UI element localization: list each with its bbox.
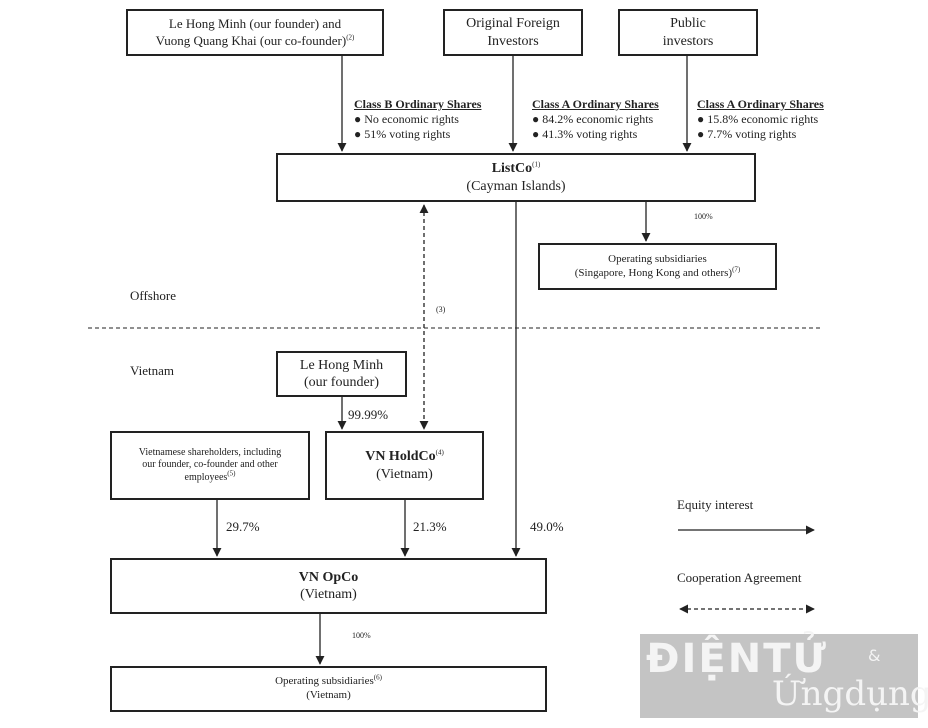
class-a-public-item1: 15.8% economic rights (707, 112, 819, 126)
opco-to-subs-pct: 100% (352, 631, 371, 640)
vn-shareholders-line2: our founder, co-founder and other (142, 459, 278, 471)
vn-subs-line2: (Vietnam) (306, 689, 351, 701)
founder-to-holdco-pct: 99.99% (348, 407, 389, 422)
vn-shareholders-note: (5) (227, 469, 236, 478)
offshore-subs-pct: 100% (694, 212, 713, 221)
opco-name: VN OpCo (298, 569, 359, 585)
watermark-amp: & (868, 646, 881, 665)
founder-line1: Le Hong Minh (299, 357, 384, 373)
vn-holdco-box: VN HoldCo(4) (Vietnam) (325, 431, 484, 500)
listco-box: ListCo(1) (Cayman Islands) (276, 153, 756, 202)
class-b-annotation: Class B Ordinary Shares ● No economic ri… (354, 97, 482, 141)
watermark-logo: ĐIỆNTỬ & Ứngdụng (640, 634, 928, 718)
vn-shareholders-line3: employees (184, 471, 228, 483)
class-b-item1: No economic rights (364, 112, 459, 126)
vn-subs-note: (6) (373, 673, 382, 682)
class-a-foreign-item1: 84.2% economic rights (542, 112, 654, 126)
class-a-public-heading: Class A Ordinary Shares (697, 97, 824, 111)
founder-line2: (our founder) (303, 375, 380, 390)
founders-line2: Vuong Quang Khai (our co-founder) (155, 32, 347, 48)
vn-opco-box: VN OpCo (Vietnam) (110, 558, 547, 614)
listco-location: (Cayman Islands) (466, 178, 566, 194)
foreign-line1: Original Foreign (466, 16, 560, 31)
vn-shareholders-line1: Vietnamese shareholders, including (138, 446, 282, 458)
public-line1: Public (670, 16, 706, 31)
founders-line1: Le Hong Minh (our founder) and (168, 16, 342, 32)
original-foreign-investors-box: Original Foreign Investors (443, 9, 583, 56)
class-a-foreign-heading: Class A Ordinary Shares (532, 97, 659, 111)
class-a-public-annotation: Class A Ordinary Shares ● 15.8% economic… (697, 97, 824, 141)
offshore-subs-note: (7) (732, 264, 741, 273)
vn-subsidiaries-box: Operating subsidiaries(6) (Vietnam) (110, 666, 547, 712)
listco-name: ListCo (491, 161, 533, 176)
legend-equity-label: Equity interest (677, 497, 754, 512)
public-line2: investors (662, 33, 714, 49)
opco-location: (Vietnam) (300, 587, 357, 602)
class-b-heading: Class B Ordinary Shares (354, 97, 482, 111)
listco-to-opco-pct: 49.0% (530, 519, 564, 534)
legend-cooperation-label: Cooperation Agreement (677, 570, 802, 585)
vn-shareholders-box: Vietnamese shareholders, including our f… (110, 431, 310, 500)
holdco-note: (4) (435, 448, 444, 457)
watermark-line1: ĐIỆNTỬ (646, 636, 828, 682)
class-a-foreign-annotation: Class A Ordinary Shares ● 84.2% economic… (532, 97, 659, 141)
public-investors-box: Public investors (618, 9, 758, 56)
founders-note: (2) (346, 33, 355, 42)
holdco-name: VN HoldCo (365, 449, 436, 464)
founder-box: Le Hong Minh (our founder) (276, 351, 407, 397)
class-b-item2: 51% voting rights (364, 127, 451, 141)
cooperation-note: (3) (436, 305, 446, 314)
holdco-to-opco-pct: 21.3% (413, 519, 447, 534)
offshore-subsidiaries-box: Operating subsidiaries (Singapore, Hong … (538, 243, 777, 290)
class-a-foreign-item2: 41.3% voting rights (542, 127, 638, 141)
vn-subs-line1: Operating subsidiaries (275, 675, 374, 688)
listco-note: (1) (532, 160, 541, 169)
watermark-line2: Ứngdụng (772, 674, 928, 714)
vn-shareholders-pct: 29.7% (226, 519, 260, 534)
offshore-subs-line2: (Singapore, Hong Kong and others) (574, 266, 733, 279)
founders-box: Le Hong Minh (our founder) and Vuong Qua… (126, 9, 384, 56)
foreign-line2: Investors (487, 33, 539, 49)
offshore-subs-line1: Operating subsidiaries (608, 252, 707, 265)
vietnam-label: Vietnam (130, 363, 174, 378)
holdco-location: (Vietnam) (376, 466, 433, 482)
class-a-public-item2: 7.7% voting rights (707, 127, 797, 141)
offshore-label: Offshore (130, 288, 176, 303)
